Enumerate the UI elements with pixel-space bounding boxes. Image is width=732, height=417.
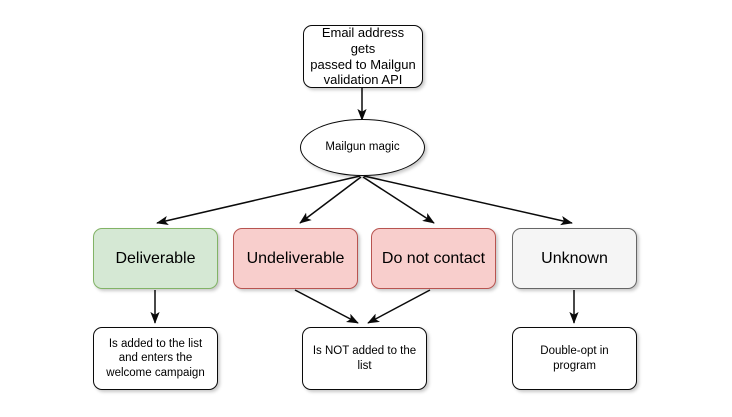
node-not-added-to-list-label: Is NOT added to the list xyxy=(312,345,417,372)
edge-decision-to-undeliverable xyxy=(299,176,362,224)
node-added-to-list-label: Is added to the list and enters the welc… xyxy=(106,338,205,379)
node-double-opt-in-label: Double-opt in program xyxy=(540,345,609,372)
node-do-not-contact[interactable]: Do not contact xyxy=(371,228,496,289)
edge-decision-to-deliverable xyxy=(156,175,361,226)
edge-decision-to-do-not-contact xyxy=(362,176,435,224)
node-decision[interactable]: Mailgun magic xyxy=(300,119,425,176)
node-start[interactable]: Email address gets passed to Mailgun val… xyxy=(303,25,423,88)
node-decision-label: Mailgun magic xyxy=(325,141,400,154)
node-unknown-label: Unknown xyxy=(541,249,608,267)
node-added-to-list[interactable]: Is added to the list and enters the welc… xyxy=(93,327,218,390)
node-start-label: Email address gets passed to Mailgun val… xyxy=(310,24,416,88)
edge-undeliverable-to-not-added xyxy=(294,289,359,324)
node-deliverable[interactable]: Deliverable xyxy=(93,228,218,289)
edge-decision-to-unknown xyxy=(363,175,573,226)
node-unknown[interactable]: Unknown xyxy=(512,228,637,289)
node-undeliverable[interactable]: Undeliverable xyxy=(233,228,358,289)
node-double-opt-in[interactable]: Double-opt in program xyxy=(512,327,637,390)
node-undeliverable-label: Undeliverable xyxy=(246,249,345,267)
node-not-added-to-list[interactable]: Is NOT added to the list xyxy=(302,327,427,390)
node-do-not-contact-label: Do not contact xyxy=(381,249,486,267)
edge-do-not-contact-to-not-added xyxy=(367,289,431,324)
node-deliverable-label: Deliverable xyxy=(115,249,196,267)
